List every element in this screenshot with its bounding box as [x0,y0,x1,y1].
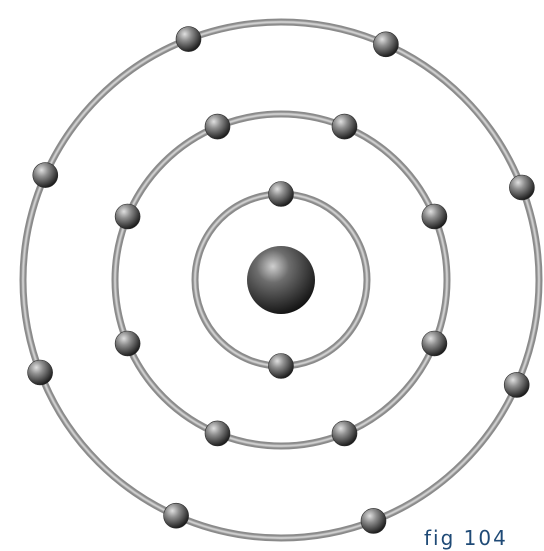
electron [115,331,140,356]
electron [332,114,357,139]
electron [269,354,294,379]
nucleus-group [247,246,315,314]
electron [361,508,386,533]
electron [373,32,398,57]
electron [205,114,230,139]
electron [176,27,201,52]
electron [422,204,447,229]
electron [422,331,447,356]
electron [33,163,58,188]
electron [205,421,230,446]
electron [28,360,53,385]
electron [269,182,294,207]
electron [332,421,357,446]
electron [509,175,534,200]
figure-caption: fig 104 [424,526,508,550]
electron [504,372,529,397]
nucleus [247,246,315,314]
electron [164,503,189,528]
electron [115,204,140,229]
